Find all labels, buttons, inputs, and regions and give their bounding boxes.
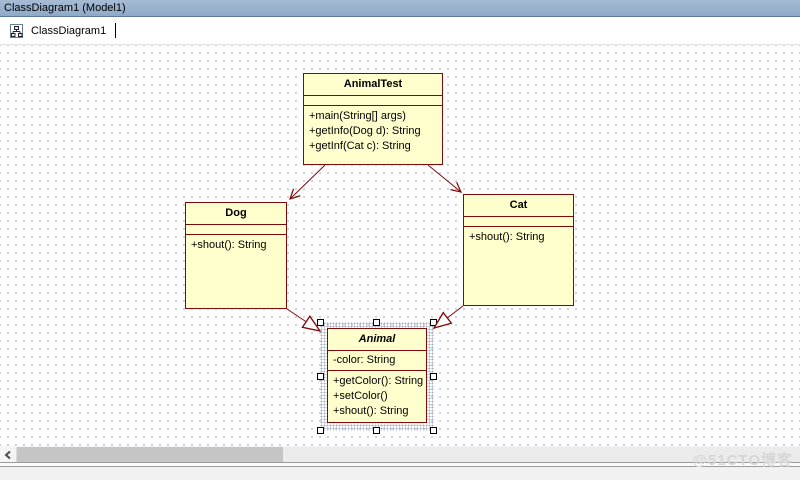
- attributes-compartment: [464, 217, 573, 227]
- separator-line: [0, 462, 800, 463]
- class-box-dog[interactable]: Dog +shout(): String: [185, 202, 287, 309]
- resize-handle-sw[interactable]: [317, 427, 324, 434]
- operation: +getColor(): String: [333, 375, 424, 387]
- separator-gap: [0, 463, 800, 466]
- operations-compartment: +shout(): String: [464, 227, 573, 305]
- class-name: Dog: [186, 203, 286, 225]
- class-name: Animal: [328, 329, 426, 351]
- resize-handle-w[interactable]: [317, 373, 324, 380]
- separator-line: [0, 466, 800, 467]
- operations-compartment: +main(String[] args) +getInfo(Dog d): St…: [304, 106, 442, 164]
- resize-handle-e[interactable]: [430, 373, 437, 380]
- operation: +setColor(): [333, 390, 388, 402]
- operations-compartment: +shout(): String: [186, 235, 286, 308]
- generalization-cat-animal[interactable]: [434, 305, 464, 328]
- resize-handle-nw[interactable]: [317, 319, 324, 326]
- pane-title: ClassDiagram1 (Model1): [4, 2, 126, 14]
- class-box-animal[interactable]: Animal -color: String +getColor(): Strin…: [327, 328, 427, 423]
- association-animaltest-dog[interactable]: [290, 164, 326, 199]
- operation: +main(String[] args): [309, 110, 406, 122]
- operation: +getInf(Cat c): String: [309, 140, 411, 152]
- resize-handle-n[interactable]: [373, 319, 380, 326]
- resize-handle-se[interactable]: [430, 427, 437, 434]
- attributes-compartment: -color: String: [328, 351, 426, 371]
- class-name: Cat: [464, 195, 573, 217]
- tab-caret: [115, 23, 117, 38]
- pane-title-bar[interactable]: ClassDiagram1 (Model1): [0, 0, 800, 17]
- operation: +shout(): String: [191, 239, 267, 251]
- scrollbar-thumb[interactable]: [17, 447, 283, 462]
- tab-bar: ClassDiagram1: [0, 17, 800, 45]
- diagram-canvas[interactable]: AnimalTest +main(String[] args) +getInfo…: [0, 45, 800, 446]
- tab-classdiagram1[interactable]: ClassDiagram1: [7, 21, 118, 41]
- class-diagram-icon: [9, 23, 25, 39]
- class-box-animaltest[interactable]: AnimalTest +main(String[] args) +getInfo…: [303, 73, 443, 165]
- scroll-left-button[interactable]: [0, 447, 17, 462]
- watermark-text: @51CTO博客: [692, 452, 793, 469]
- attribute: -color: String: [333, 354, 396, 366]
- horizontal-scrollbar[interactable]: [0, 446, 800, 462]
- operation: +getInfo(Dog d): String: [309, 125, 421, 137]
- resize-handle-s[interactable]: [373, 427, 380, 434]
- status-strip: [0, 467, 800, 480]
- class-box-cat[interactable]: Cat +shout(): String: [463, 194, 574, 306]
- operations-compartment: +getColor(): String +setColor() +shout()…: [328, 371, 426, 422]
- association-animaltest-cat[interactable]: [427, 164, 461, 192]
- operation: +shout(): String: [333, 405, 409, 417]
- attributes-compartment: [304, 96, 442, 106]
- generalization-dog-animal[interactable]: [286, 308, 320, 331]
- connector-layer: [286, 164, 464, 446]
- operation: +shout(): String: [469, 231, 545, 243]
- attributes-compartment: [186, 225, 286, 235]
- chevron-left-icon: [4, 450, 11, 459]
- selection-region-animal: Animal -color: String +getColor(): Strin…: [317, 319, 437, 434]
- resize-handle-ne[interactable]: [430, 319, 437, 326]
- tab-label: ClassDiagram1: [31, 24, 107, 37]
- class-name: AnimalTest: [304, 74, 442, 96]
